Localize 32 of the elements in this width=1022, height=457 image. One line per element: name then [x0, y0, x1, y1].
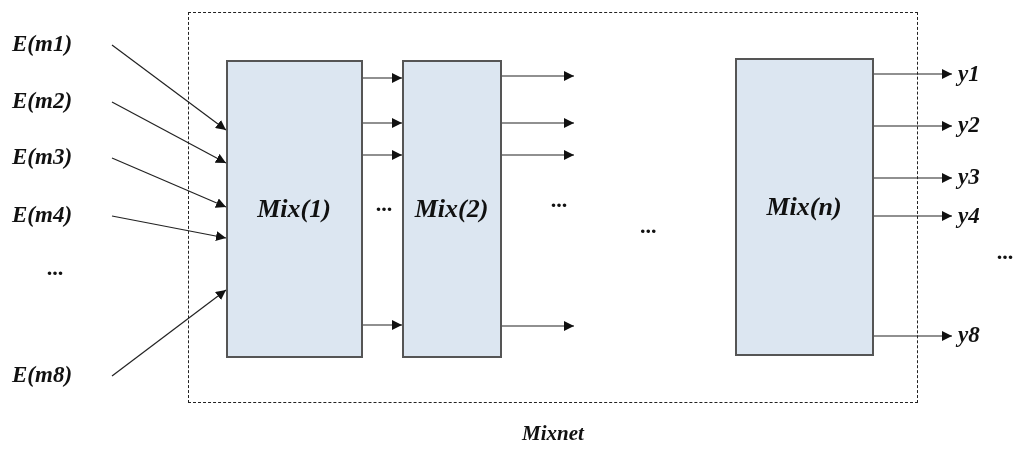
- ellipsis: ...: [640, 215, 657, 237]
- arrow: [873, 121, 953, 131]
- arrow: [111, 215, 227, 241]
- arrow: [501, 71, 575, 81]
- arrow: [873, 331, 953, 341]
- signal-label: E(m2): [12, 89, 73, 112]
- signal-label: E(m8): [12, 363, 73, 386]
- arrow: [501, 321, 575, 331]
- arrow: [501, 118, 575, 128]
- arrow: [111, 101, 227, 164]
- arrow: [111, 157, 227, 208]
- arrow: [362, 320, 403, 330]
- mix-box: Mix(1): [225, 59, 363, 358]
- signal-label: E(m3): [12, 145, 73, 168]
- arrow: [501, 150, 575, 160]
- arrow: [111, 289, 227, 377]
- mix-box: Mix(2): [401, 59, 502, 358]
- arrow: [873, 211, 953, 221]
- arrow: [111, 44, 227, 131]
- group-title: Mixnet: [522, 421, 584, 446]
- arrow: [873, 173, 953, 183]
- arrow: [362, 73, 403, 83]
- ellipsis: ...: [45, 256, 65, 281]
- ellipsis: ...: [374, 192, 394, 217]
- arrow: [873, 69, 953, 79]
- ellipsis: ...: [549, 188, 569, 213]
- mix-box: Mix(n): [734, 57, 874, 356]
- signal-label: E(m4): [12, 203, 73, 226]
- ellipsis: ...: [995, 240, 1015, 265]
- arrow: [362, 118, 403, 128]
- arrow: [362, 150, 403, 160]
- signal-label: E(m1): [12, 32, 73, 55]
